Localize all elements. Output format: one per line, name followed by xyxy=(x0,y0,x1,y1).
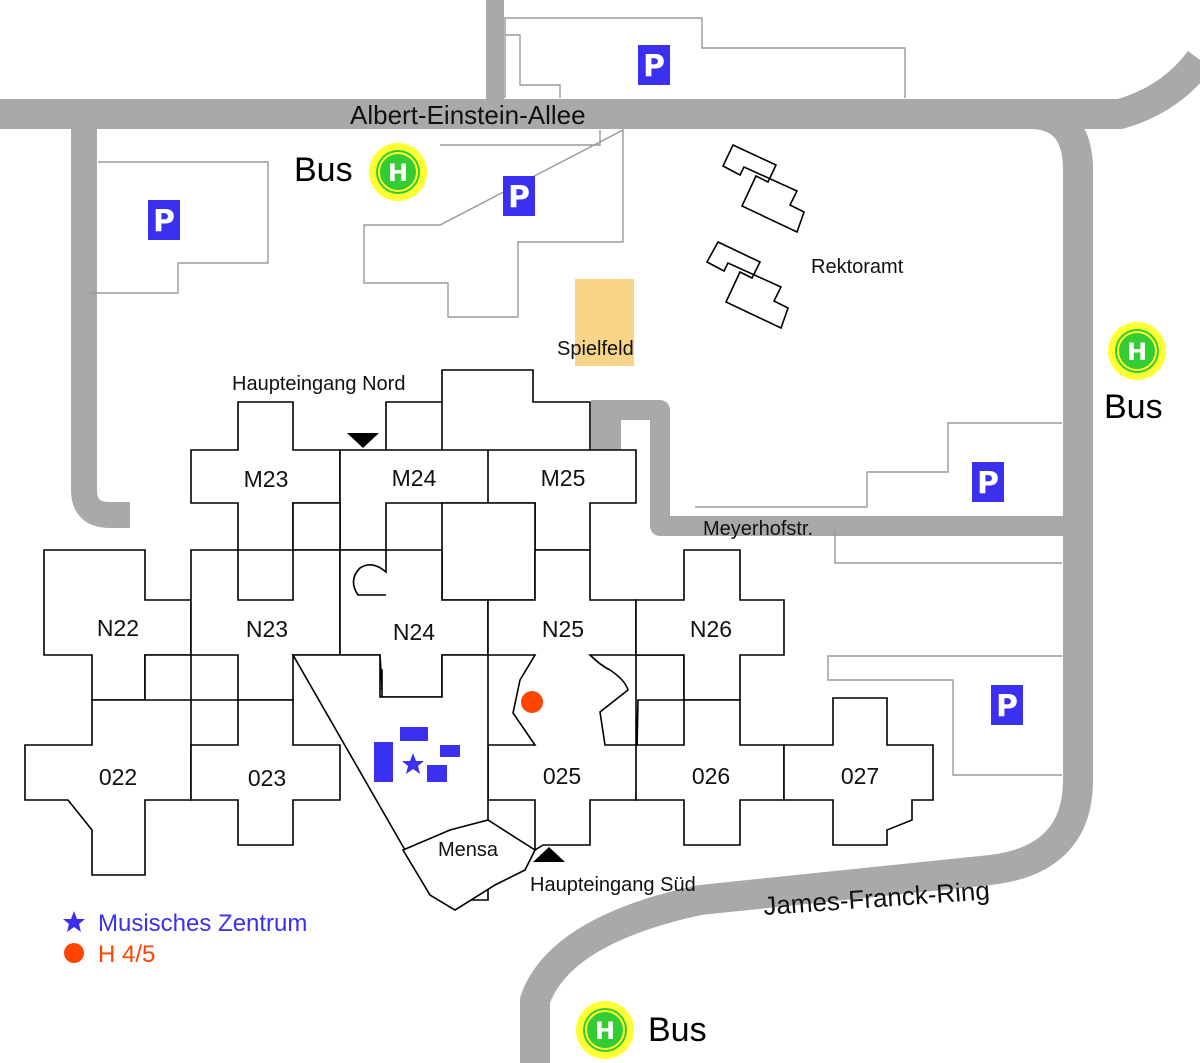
parking-signs: P P P P P xyxy=(148,45,1023,725)
courtyard-block-1 xyxy=(292,502,341,551)
legend-dot-icon xyxy=(64,943,84,963)
building-label-022: 022 xyxy=(99,764,137,790)
field-rect xyxy=(575,279,634,366)
parking-icon: P xyxy=(508,180,530,215)
lecture-hall-dot-icon xyxy=(521,691,543,713)
lot-outline-northwest xyxy=(90,161,269,294)
legend-star-icon xyxy=(63,911,85,932)
bus-stop-icon: H xyxy=(388,159,408,187)
building-label-027: 027 xyxy=(841,763,879,789)
entrance-north-marker xyxy=(347,433,379,448)
bus-stop-east-label: Bus xyxy=(1104,388,1163,426)
bus-stop-icon: H xyxy=(595,1017,615,1045)
road-albert-einstein-allee xyxy=(0,50,1200,129)
legend: Musisches Zentrum H 4/5 xyxy=(63,910,307,968)
building-label-m25: M25 xyxy=(541,465,586,491)
lot-outline-southeast xyxy=(827,655,1062,776)
main-building-complex xyxy=(24,369,934,911)
legend-label-lecture-hall: H 4/5 xyxy=(98,941,155,968)
lot-outline-east1 xyxy=(695,422,1062,508)
rectorate-building-2 xyxy=(705,240,789,330)
building-n25[interactable] xyxy=(487,549,685,852)
parking-sign-5[interactable]: P xyxy=(991,685,1023,725)
entrance-south-label: Haupteingang Süd xyxy=(530,874,696,896)
music-center-markers xyxy=(374,727,460,782)
bus-stop-icon: H xyxy=(1127,338,1147,366)
building-label-n25: N25 xyxy=(542,616,584,642)
building-label-n24: N24 xyxy=(393,619,435,645)
rectorate-building-1 xyxy=(721,143,805,234)
music-center-block-1 xyxy=(374,742,393,782)
building-n26[interactable] xyxy=(635,549,785,701)
bus-stop-east[interactable]: H Bus xyxy=(1104,322,1166,426)
parking-icon: P xyxy=(996,689,1018,724)
road-east-ring xyxy=(520,99,1093,1063)
parking-sign-1[interactable]: P xyxy=(638,45,670,85)
lot-outlines xyxy=(90,17,1062,776)
building-label-025: 025 xyxy=(543,763,581,789)
lot-outline-east2 xyxy=(834,530,1062,564)
rectorate-label: Rektoramt xyxy=(811,256,904,278)
road-label-east: Meyerhofstr. xyxy=(703,518,813,540)
canteen-label: Mensa xyxy=(438,839,499,861)
rectorate-buildings xyxy=(705,143,805,330)
building-022[interactable] xyxy=(24,654,192,876)
building-label-n22: N22 xyxy=(97,615,139,641)
building-027[interactable] xyxy=(783,697,934,846)
parking-sign-2[interactable]: P xyxy=(148,200,180,240)
road-meyerhofstr xyxy=(600,400,1078,536)
star-icon xyxy=(402,753,424,774)
building-label-m23: M23 xyxy=(244,466,289,492)
building-label-n23: N23 xyxy=(246,616,288,642)
bus-stop-south-label: Bus xyxy=(648,1011,707,1049)
lot-outline-center xyxy=(363,128,624,318)
legend-label-music-center: Musisches Zentrum xyxy=(98,910,307,937)
courtyard-block-2 xyxy=(441,502,536,601)
bus-stop-south[interactable]: H Bus xyxy=(576,1001,707,1059)
road-label-north: Albert-Einstein-Allee xyxy=(350,100,586,130)
parking-icon: P xyxy=(643,49,665,84)
parking-icon: P xyxy=(153,204,175,239)
music-center-block-4 xyxy=(427,765,447,782)
bus-stop-north[interactable]: H Bus xyxy=(294,143,427,201)
building-label-m24: M24 xyxy=(392,465,437,491)
road-meyerhofstr-stub xyxy=(591,400,621,450)
entrance-north-label: Haupteingang Nord xyxy=(232,373,405,395)
entrance-south-marker xyxy=(533,847,565,862)
parking-sign-3[interactable]: P xyxy=(503,176,535,216)
bus-stop-north-label: Bus xyxy=(294,151,353,189)
music-center-block-3 xyxy=(440,745,460,757)
building-label-026: 026 xyxy=(692,763,730,789)
road-west-branch xyxy=(71,114,130,528)
field-label: Spielfeld xyxy=(557,338,634,360)
music-center-block-2 xyxy=(400,727,428,741)
parking-icon: P xyxy=(977,466,999,501)
parking-sign-4[interactable]: P xyxy=(972,462,1004,502)
building-label-023: 023 xyxy=(248,765,286,791)
lot-outline-northeast xyxy=(504,17,906,98)
building-mensa[interactable] xyxy=(401,819,537,911)
building-label-n26: N26 xyxy=(690,616,732,642)
